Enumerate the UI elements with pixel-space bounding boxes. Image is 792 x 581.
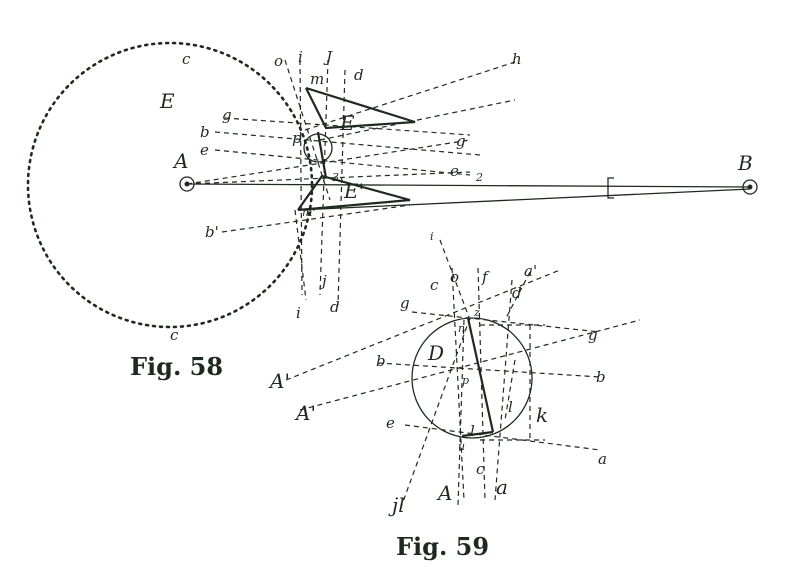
- fig59-label-d: d: [512, 284, 522, 302]
- fig59-label-b-left: b: [376, 352, 386, 370]
- fig58-vert-d: [337, 69, 346, 306]
- label-e-small: E: [339, 111, 355, 135]
- fig59-vert-a-prime: [504, 271, 531, 321]
- fig58-bracket: [607, 177, 614, 199]
- fig59-vert-center: [457, 319, 465, 506]
- fig59-line-a-prime-2: [299, 319, 641, 411]
- fig59-label-g-left: g: [400, 294, 410, 312]
- fig58-line-b-prime: [221, 204, 411, 233]
- fig59-label-a-right: a: [598, 450, 607, 468]
- fig58-lower-triangle: [297, 174, 411, 212]
- fig59-label-l-inner: l: [508, 398, 513, 416]
- fig59-label-c-top: c: [430, 276, 439, 294]
- fig59-line-b: [377, 362, 601, 378]
- fig58-line-g: [224, 117, 471, 136]
- fig59-label-k: k: [536, 403, 548, 427]
- fig59-label-d-circle: D: [427, 341, 444, 365]
- label-b-prime: b': [205, 223, 219, 241]
- fig59-label-a-prime-2: A': [294, 401, 316, 425]
- fig59-label-n: n: [458, 322, 465, 335]
- label-b: B: [737, 151, 753, 175]
- label-d-top: d: [354, 66, 364, 84]
- label-e-right: e: [450, 162, 459, 180]
- label-g-right: g: [456, 132, 466, 150]
- fig58-ray-h: [304, 61, 516, 131]
- fig59-label-e: e: [386, 414, 395, 432]
- label-b: b: [200, 123, 210, 141]
- fig59-vert-l: [504, 359, 516, 421]
- fig58-axis-ab: [186, 183, 751, 188]
- label-j-top: J: [323, 48, 333, 66]
- label-i-bottom: i: [296, 304, 301, 322]
- fig58-vert-lower: [294, 209, 307, 301]
- label-h: h: [512, 50, 522, 68]
- fig59-label-f: f: [481, 268, 490, 286]
- label-c-top: c: [182, 50, 191, 68]
- fig59-label-a-prime-1: A': [268, 369, 290, 393]
- label-p: p: [292, 129, 302, 147]
- fig59-label-p: p: [462, 374, 469, 387]
- fig59-label-l-bottom: l: [470, 422, 475, 440]
- label-c-bottom: c: [170, 326, 179, 344]
- fig59-line-a-prime-1: [285, 269, 561, 381]
- fig59-caption: Fig. 59: [396, 532, 489, 561]
- fig58-ray-a-e: [186, 171, 471, 185]
- fig58-vert-o: [284, 59, 331, 201]
- fig58-link-bar: [316, 131, 328, 179]
- point-b-marker: [742, 179, 758, 195]
- label-e-prime: E': [343, 179, 364, 203]
- label-e-big: E: [159, 89, 175, 113]
- label-m-prime: m': [302, 206, 315, 219]
- label-m: m: [310, 70, 324, 88]
- fig58-caption: Fig. 58: [130, 352, 223, 381]
- fig59-labels: i c o f a' d g z n g D A' b b p A' l k e…: [268, 230, 607, 561]
- fig59-chord-ul: [461, 430, 494, 438]
- fig59-vert-d: [494, 279, 513, 501]
- fig59-vert-o: [451, 267, 465, 501]
- fig59-diagram: [285, 239, 641, 511]
- fig59-label-o: o: [450, 268, 459, 286]
- fig58-labels: A B E E E' c c o i J d h m g g b e e p 3…: [130, 48, 753, 381]
- fig59-label-u: u: [458, 440, 465, 453]
- fig58-vert-i: [299, 59, 303, 296]
- label-2: 2: [475, 171, 483, 184]
- label-i-top: i: [298, 48, 303, 66]
- fig59-label-a-bottom: A: [436, 481, 452, 505]
- fig59-label-b-right: b: [596, 368, 606, 386]
- label-g-left: g: [222, 106, 232, 124]
- fig59-circle-d: [411, 317, 533, 439]
- fig59-label-a-bottom2: a: [496, 475, 508, 499]
- fig58-ray-upper: [319, 99, 516, 141]
- fig58-line-b: [214, 131, 481, 156]
- fig59-chord-nl: [466, 317, 495, 433]
- label-d-bottom: d: [330, 298, 340, 316]
- fig59-vert-jl: [399, 317, 471, 511]
- label-3: 3: [332, 171, 339, 184]
- label-e-left: e: [200, 141, 209, 159]
- fig59-label-a-prime: a': [524, 262, 537, 280]
- fig59-label-g-right: g: [588, 326, 598, 344]
- label-j-bottom: j: [319, 272, 327, 290]
- fig59-label-c-bottom: c: [476, 460, 485, 478]
- fig58-ray-a-g: [186, 139, 471, 185]
- label-o: o: [274, 52, 283, 70]
- label-a: A: [172, 149, 188, 173]
- fig59-line-e: [404, 424, 601, 451]
- fig58-diagram: [26, 41, 758, 329]
- fig59-label-jl: jl: [388, 493, 405, 517]
- fig59-label-z: z: [473, 306, 480, 319]
- fig59-label-i-top: i: [430, 230, 434, 243]
- fig58-upper-triangle: [305, 86, 416, 130]
- fig59-vert-f: [477, 267, 486, 501]
- fig58-axis-ab-lower: [297, 188, 751, 211]
- fig59-line-g: [411, 311, 601, 333]
